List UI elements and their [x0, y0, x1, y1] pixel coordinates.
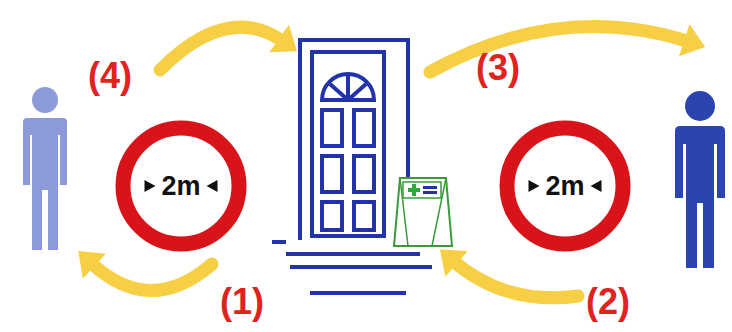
- callout-number: (3): [476, 50, 520, 86]
- width-limit-sign: 2m: [115, 120, 247, 252]
- width-limit-sign: 2m: [499, 120, 631, 252]
- callout-number: (2): [586, 284, 630, 320]
- sign-ring: [123, 128, 239, 244]
- dimension-pointer: [591, 180, 602, 192]
- callout-number: (1): [220, 284, 264, 320]
- dimension-text: 2m: [545, 173, 584, 200]
- arrow-head: [679, 24, 705, 56]
- arrow-head: [440, 250, 468, 277]
- dimension-pointer: [207, 180, 218, 192]
- curved-arrow: [160, 27, 284, 70]
- curved-arrow: [430, 27, 690, 72]
- sign-board: [394, 178, 452, 246]
- person-figure: [675, 91, 725, 268]
- curved-arrow: [90, 262, 212, 291]
- dimension-pointer: [528, 180, 539, 192]
- door-icon: [300, 40, 408, 240]
- person-figure: [23, 87, 67, 250]
- arrow-head: [269, 25, 297, 53]
- flow-arrows: [78, 24, 705, 298]
- sign-ring: [507, 128, 623, 244]
- curved-arrow: [452, 260, 578, 298]
- dimension-text: 2m: [161, 173, 200, 200]
- callout-number: (4): [88, 58, 132, 94]
- dimension-pointer: [144, 180, 155, 192]
- arrow-head: [78, 251, 106, 278]
- door-steps: [272, 242, 432, 293]
